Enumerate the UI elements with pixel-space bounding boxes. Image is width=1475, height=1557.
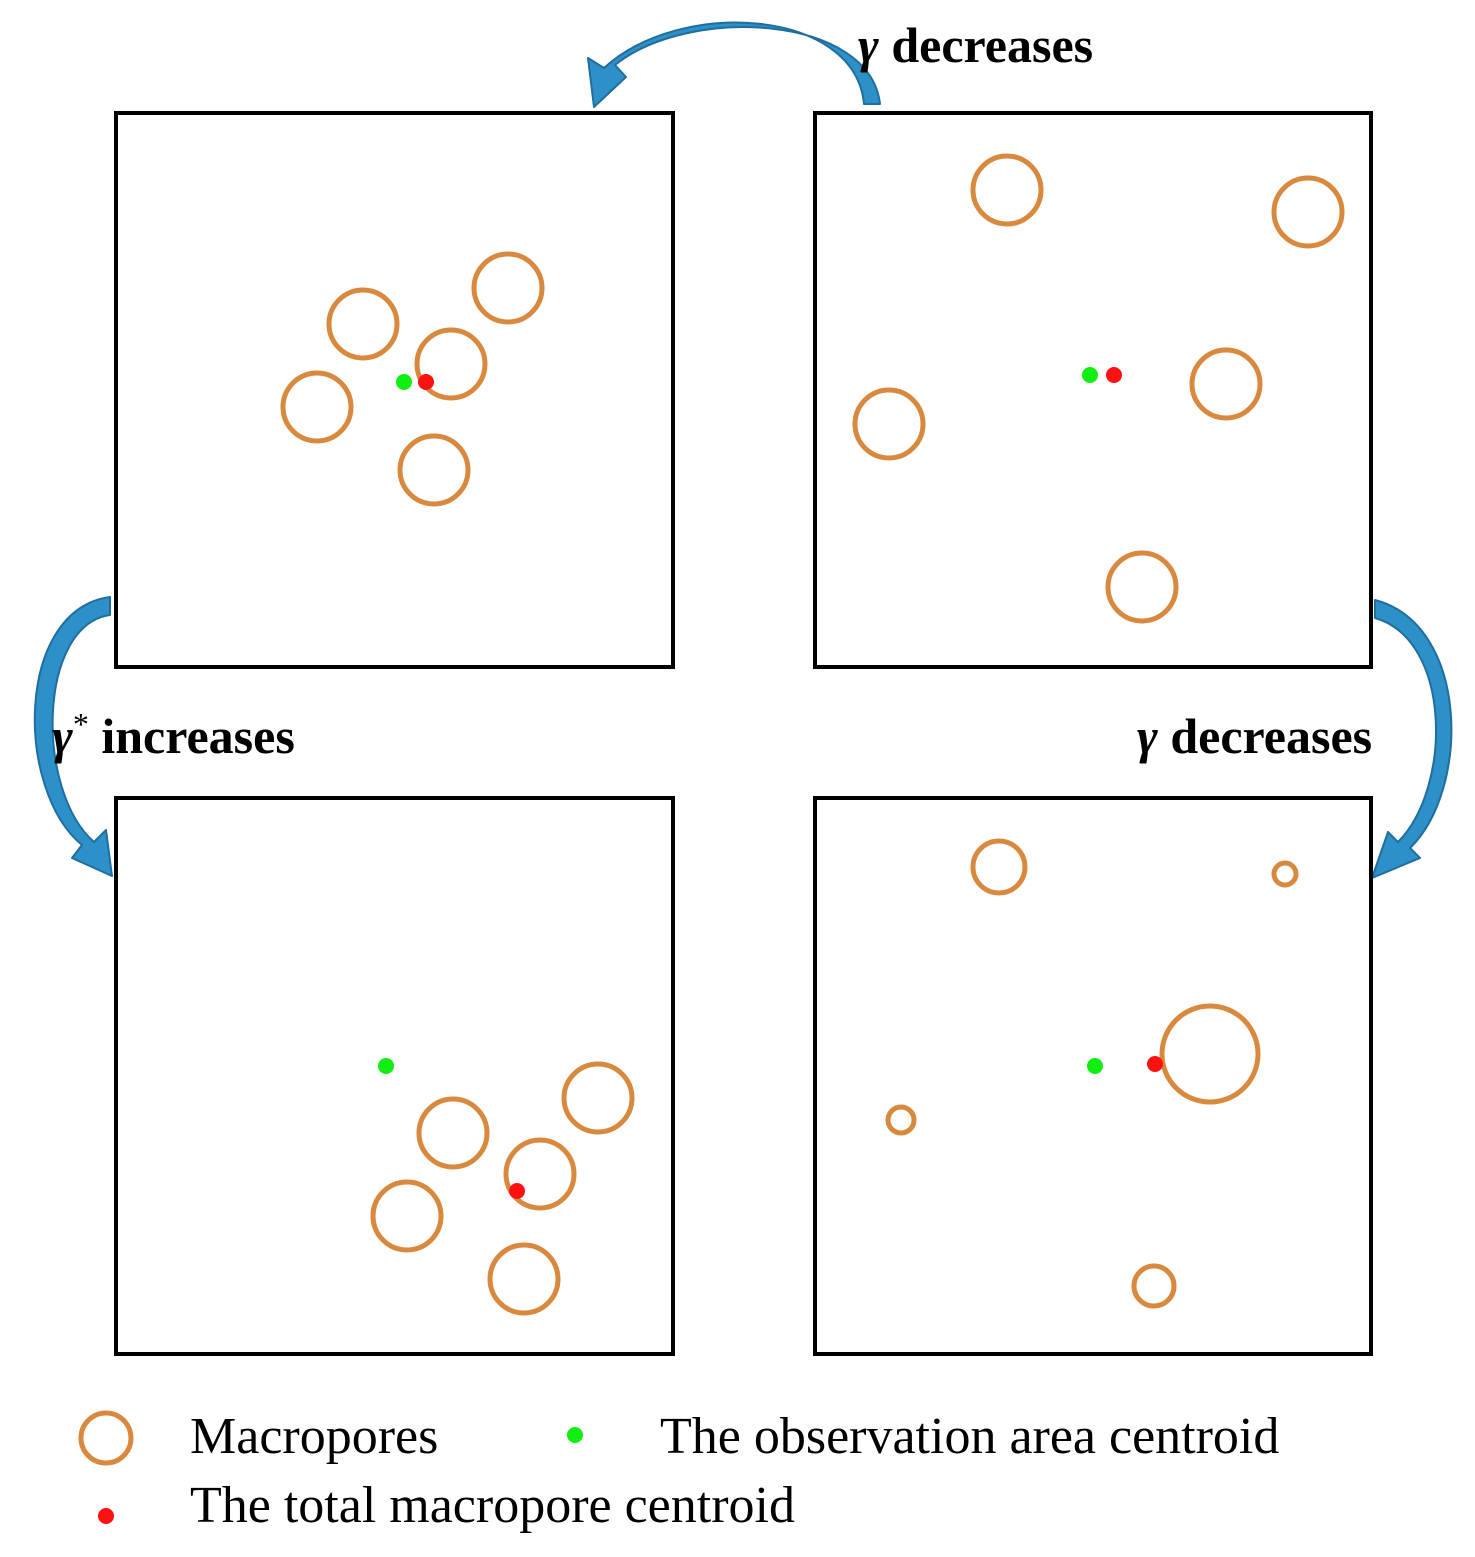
macropore — [280, 370, 354, 444]
macropore — [561, 1061, 635, 1135]
arrow-top-text: decreases — [879, 17, 1093, 73]
arrow-right — [1371, 599, 1453, 879]
panel-top-right — [813, 111, 1373, 669]
legend: Macropores The observation area centroid… — [78, 1408, 1279, 1534]
macropore — [370, 1179, 444, 1253]
macropore — [970, 153, 1044, 227]
gamma-symbol: γ — [1137, 708, 1158, 764]
macropore — [503, 1137, 577, 1211]
arrow-left — [33, 596, 113, 877]
panel-top-left — [114, 111, 675, 669]
panel-border — [114, 796, 675, 1356]
total-macropore-centroid — [509, 1183, 525, 1199]
legend-item-macropores: Macropores — [78, 1408, 438, 1466]
arrow-top — [587, 21, 881, 108]
arrow-top-label: γ decreases — [858, 17, 1093, 73]
macropore — [1159, 1003, 1261, 1105]
arrow-right-shape — [1371, 599, 1453, 879]
observation-area-centroid — [396, 374, 412, 390]
legend-observation-centroid-label: The observation area centroid — [660, 1408, 1279, 1465]
macropore — [1131, 1263, 1177, 1309]
macropore — [1105, 550, 1179, 624]
gamma-superscript: * — [73, 706, 89, 742]
arrow-right-text: decreases — [1158, 708, 1372, 764]
legend-observation-centroid-symbol — [567, 1427, 583, 1443]
arrow-right-label: γ decreases — [1137, 708, 1372, 764]
panel-border — [813, 796, 1373, 1356]
arrow-left-text: increases — [89, 708, 295, 764]
macropore — [852, 387, 926, 461]
gamma-symbol: γ — [52, 708, 73, 764]
macropore — [487, 1242, 561, 1316]
total-macropore-centroid — [418, 374, 434, 390]
legend-item-total-centroid: The total macropore centroid — [98, 1477, 795, 1534]
panel-bottom-right — [813, 796, 1373, 1356]
panel-border — [114, 111, 675, 669]
total-macropore-centroid — [1147, 1056, 1163, 1072]
macropore — [1271, 860, 1299, 888]
legend-total-centroid-symbol — [98, 1508, 114, 1524]
gamma-symbol: γ — [858, 17, 879, 73]
macropore — [326, 287, 400, 361]
macropore — [416, 1096, 490, 1170]
arrow-top-shape — [587, 21, 881, 108]
observation-area-centroid — [1087, 1058, 1103, 1074]
arrow-left-shape — [33, 596, 113, 877]
legend-total-centroid-label: The total macropore centroid — [190, 1477, 795, 1534]
arrow-left-label: γ* increases — [52, 706, 295, 764]
macropore — [970, 838, 1028, 896]
legend-macropores-label: Macropores — [190, 1408, 438, 1465]
observation-area-centroid — [1082, 367, 1098, 383]
total-macropore-centroid — [1106, 367, 1122, 383]
macropore — [1189, 347, 1263, 421]
macropore — [885, 1104, 917, 1136]
macropore — [1271, 175, 1345, 249]
legend-macropore-symbol — [78, 1410, 134, 1466]
legend-item-observation-centroid: The observation area centroid — [567, 1408, 1279, 1465]
macropore — [471, 251, 545, 325]
observation-area-centroid — [378, 1058, 394, 1074]
macropore — [414, 327, 488, 401]
panel-bottom-left — [114, 796, 675, 1356]
macropore — [397, 433, 471, 507]
panel-border — [813, 111, 1373, 669]
